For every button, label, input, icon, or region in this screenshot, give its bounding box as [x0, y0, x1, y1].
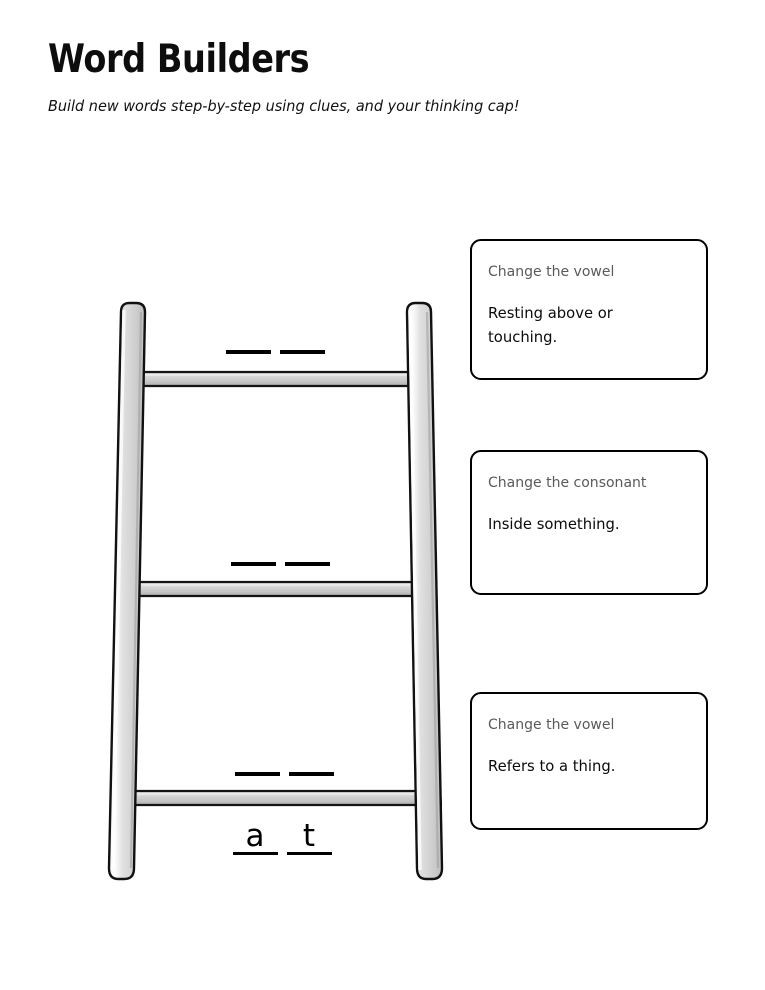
ladder-rung-bottom — [128, 789, 443, 807]
clue-card: Change the consonant Inside something. — [470, 450, 708, 595]
word-slot-row-start-word: a t — [222, 818, 342, 855]
letter-rule — [284, 562, 330, 566]
word-slot-row-step-1[interactable] — [215, 350, 335, 354]
letter-rule — [286, 852, 332, 855]
ladder-rail-left — [107, 301, 147, 881]
clue-card: Change the vowel Refers to a thing. — [470, 692, 708, 830]
letter-rule — [230, 562, 276, 566]
letter-value: t — [302, 818, 316, 854]
letter-blank[interactable] — [225, 350, 271, 354]
letter-filled: a — [232, 818, 278, 855]
letter-blank[interactable] — [279, 350, 325, 354]
clue-instruction: Change the vowel — [488, 716, 615, 733]
letter-value: a — [245, 818, 265, 854]
clue-text: Inside something. — [488, 515, 620, 534]
clue-instruction: Change the vowel — [488, 263, 615, 280]
clue-instruction: Change the consonant — [488, 474, 647, 491]
letter-filled: t — [286, 818, 332, 855]
letter-rule — [225, 350, 271, 354]
letter-blank[interactable] — [230, 562, 276, 566]
letter-rule — [232, 852, 278, 855]
letter-blank[interactable] — [234, 772, 280, 776]
ladder-icon — [107, 301, 444, 881]
ladder-rung-top — [118, 370, 434, 388]
clue-text: Resting above or touching. — [488, 304, 613, 347]
word-ladder-figure: a t — [90, 290, 460, 890]
page-subtitle: Build new words step-by-step using clues… — [48, 96, 520, 115]
letter-blank[interactable] — [284, 562, 330, 566]
letter-blank[interactable] — [288, 772, 334, 776]
ladder-rail-right — [405, 301, 444, 881]
worksheet-header: Word Builders Build new words step-by-st… — [48, 37, 728, 115]
page-title: Word Builders — [48, 37, 310, 82]
ladder-rung-middle — [123, 580, 438, 598]
word-slot-row-step-3[interactable] — [224, 772, 344, 776]
letter-rule — [279, 350, 325, 354]
word-slot-row-step-2[interactable] — [220, 562, 340, 566]
clue-text: Refers to a thing. — [488, 757, 616, 776]
letter-rule — [288, 772, 334, 776]
letter-rule — [234, 772, 280, 776]
clue-card: Change the vowel Resting above or touchi… — [470, 239, 708, 380]
